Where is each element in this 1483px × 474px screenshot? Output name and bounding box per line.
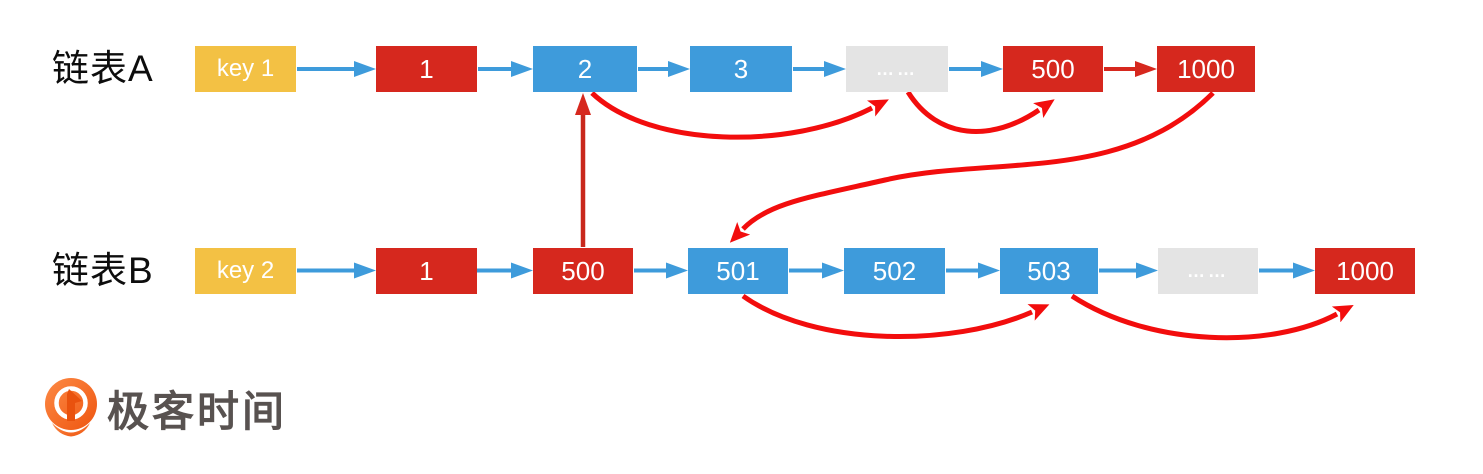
- node-a-2: 2: [533, 46, 637, 92]
- curve-a1000-to-b501: [729, 91, 1215, 243]
- node-b-ellipsis: ……: [1158, 248, 1258, 294]
- curve-a2-to-a-ellipsis: [590, 91, 889, 140]
- row-a-label: 链表A: [52, 48, 154, 89]
- curve-a-ellipsis-to-a500: [905, 90, 1055, 134]
- curve-b503-to-b1000: [1070, 293, 1354, 341]
- node-a-3: 3: [690, 46, 792, 92]
- node-b-502: 502: [844, 248, 945, 294]
- node-a-key1: key 1: [195, 46, 296, 92]
- node-a-1000: 1000: [1157, 46, 1255, 92]
- node-b-1000: 1000: [1315, 248, 1415, 294]
- node-b-key2: key 2: [195, 248, 296, 294]
- geektime-logo-text: 极客时间: [107, 388, 288, 435]
- node-a-1: 1: [376, 46, 477, 92]
- row-b-label: 链表B: [52, 250, 154, 291]
- node-b-503: 503: [1000, 248, 1098, 294]
- curve-b501-to-b503: [741, 293, 1050, 340]
- node-b-500: 500: [533, 248, 633, 294]
- geektime-logo-icon: [45, 378, 97, 437]
- node-a-ellipsis: ……: [846, 46, 948, 92]
- node-a-500: 500: [1003, 46, 1103, 92]
- node-b-501: 501: [688, 248, 788, 294]
- node-b-1: 1: [376, 248, 477, 294]
